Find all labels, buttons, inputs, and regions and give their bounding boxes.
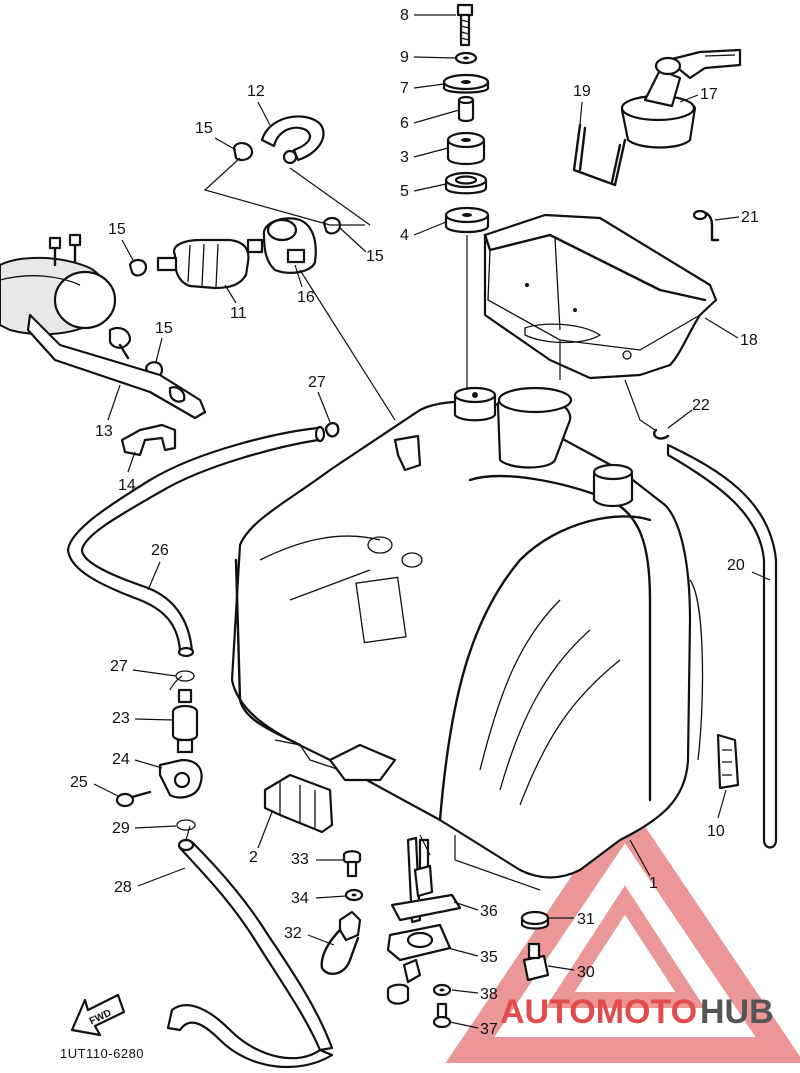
tank-damper-2 (263, 773, 334, 834)
callout-3: 3 (400, 149, 409, 166)
leader-lines (169, 157, 656, 891)
hose-clamp-left (128, 258, 148, 277)
callout-37: 37 (480, 1021, 498, 1038)
washer-34 (344, 888, 364, 902)
mounting-bolt (456, 3, 474, 47)
callout-9: 9 (400, 49, 409, 66)
hose-holder-24 (158, 758, 203, 799)
callout-22: 22 (692, 397, 710, 414)
forward-arrow: FWD (70, 993, 126, 1037)
washer-38 (432, 983, 452, 997)
fuel-hose-12 (260, 115, 325, 165)
screw-37 (432, 1002, 452, 1029)
callout-15-top: 15 (195, 120, 213, 137)
watermark-text: AUTOMOTO HUB (500, 993, 774, 1031)
filter-holder-boot (262, 217, 317, 274)
callout-27-lower: 27 (110, 658, 128, 675)
callout-31: 31 (577, 911, 595, 928)
washer-small (454, 51, 478, 65)
callout-20: 20 (727, 557, 745, 574)
fuel-filter (156, 238, 264, 290)
storage-tray (483, 213, 718, 380)
damper-lower (444, 206, 490, 234)
callout-11: 11 (230, 305, 247, 322)
bolt-33 (342, 850, 362, 878)
callout-4: 4 (400, 227, 409, 244)
damper-upper (446, 131, 486, 166)
watermark-part1: AUTOMOTO (500, 993, 697, 1031)
watermark-part2: HUB (700, 993, 774, 1031)
hose-clip-29 (176, 819, 196, 831)
callout-27-upper: 27 (308, 374, 326, 391)
callout-28: 28 (114, 879, 132, 896)
callout-32: 32 (284, 925, 302, 942)
hose-clamp-top (232, 142, 254, 162)
callout-15-lower: 15 (155, 320, 173, 337)
hose-clamp-right (322, 216, 342, 235)
damper-ring (444, 171, 488, 195)
callout-7: 7 (400, 80, 409, 97)
fuel-tank (230, 386, 704, 879)
callout-5: 5 (400, 183, 409, 200)
callout-15-right: 15 (366, 248, 384, 265)
hose-clip-21 (692, 209, 720, 242)
callout-34: 34 (291, 890, 309, 907)
bracket-32 (320, 910, 362, 976)
fuel-cock-assembly (386, 836, 462, 1005)
mounting-bracket-13 (26, 313, 207, 420)
check-valve-23 (171, 688, 199, 754)
callout-25: 25 (70, 774, 88, 791)
callout-26: 26 (151, 542, 169, 559)
callout-16: 16 (297, 289, 315, 306)
watermark-logo (445, 796, 800, 1063)
callout-33: 33 (291, 851, 309, 868)
callout-38: 38 (480, 986, 498, 1003)
hose-clip-22 (653, 428, 670, 440)
callout-36: 36 (480, 903, 498, 920)
collar (457, 95, 475, 123)
callout-21: 21 (741, 209, 759, 226)
callout-10: 10 (707, 823, 725, 840)
callout-29: 29 (112, 820, 130, 837)
callout-1: 1 (649, 875, 658, 892)
screw-25 (115, 790, 152, 808)
callout-2: 2 (249, 849, 258, 866)
breather-hose-26 (66, 425, 326, 658)
callout-8: 8 (400, 7, 409, 24)
diagram-code: 1UT110-6280 (60, 1046, 144, 1061)
callout-23: 23 (112, 710, 130, 727)
hose-guide-10 (716, 733, 740, 790)
drain-hose-28 (166, 838, 334, 1069)
hose-clip-27-lower (175, 670, 195, 682)
callouts: 8 9 7 6 3 5 4 19 17 21 18 22 20 10 1 12 … (70, 7, 771, 1038)
hose-clip-27-upper (324, 421, 340, 438)
callout-6: 6 (400, 115, 409, 132)
callout-15-left: 15 (108, 221, 126, 238)
callout-18: 18 (740, 332, 758, 349)
gasket-31 (520, 910, 550, 930)
callout-19: 19 (573, 83, 591, 100)
drain-hose-right (666, 443, 778, 849)
callout-17: 17 (700, 86, 718, 103)
fuel-cap-with-key (620, 48, 742, 149)
fuel-pump-assembly (0, 233, 132, 360)
wire-clip (572, 123, 627, 187)
callout-35: 35 (480, 949, 498, 966)
callout-24: 24 (112, 751, 130, 768)
callout-12: 12 (247, 83, 265, 100)
damper-washer (442, 73, 490, 94)
clamp-bracket-14 (120, 423, 177, 457)
callout-30: 30 (577, 964, 595, 981)
drain-bolt-30 (522, 942, 550, 982)
callout-13: 13 (95, 423, 113, 440)
callout-14: 14 (118, 477, 136, 494)
